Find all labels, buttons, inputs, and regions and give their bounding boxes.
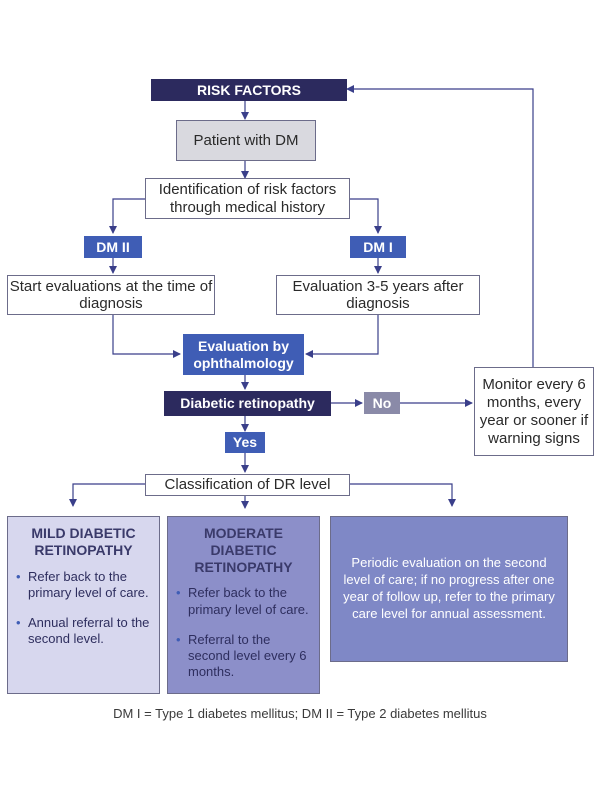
periodic-evaluation-panel: Periodic evaluation on the second level … (330, 516, 568, 662)
moderate-panel-title: MODERATE DIABETIC RETINOPATHY (194, 525, 293, 575)
arrow-classification-to-periodic (350, 483, 456, 507)
moderate-bullet-list: Refer back to the primary level of care.… (176, 585, 311, 680)
moderate-bullet-item: Refer back to the primary level of care. (176, 585, 311, 618)
identification-label: Identification of risk factors through m… (158, 181, 337, 216)
patient-dm-label: Patient with DM (193, 131, 299, 149)
evaluation-3-5-years-label: Evaluation 3-5 years after diagnosis (292, 277, 464, 312)
ophthalmology-label: Evaluation by ophthalmology (193, 338, 294, 371)
mild-bullet-list: Refer back to the primary level of care.… (16, 569, 151, 648)
dm1-label: DM I (363, 238, 393, 255)
dm1-node: DM I (350, 236, 406, 258)
monitor-node: Monitor every 6 months, every year or so… (474, 367, 594, 456)
risk-factors-node: RISK FACTORS (151, 79, 347, 101)
dm2-node: DM II (84, 236, 142, 258)
moderate-bullet-item: Referral to the second level every 6 mon… (176, 632, 311, 681)
classification-node: Classification of DR level (145, 474, 350, 496)
mild-panel-title: MILD DIABETIC RETINOPATHY (31, 525, 136, 558)
start-evaluations-node: Start evaluations at the time of diagnos… (7, 275, 215, 315)
start-evaluations-label: Start evaluations at the time of diagnos… (9, 277, 213, 312)
identification-node: Identification of risk factors through m… (145, 178, 350, 219)
evaluation-3-5-years-node: Evaluation 3-5 years after diagnosis (276, 275, 480, 315)
arrow-eval35-to-ophthalmology (305, 315, 379, 358)
mild-bullet-item: Refer back to the primary level of care. (16, 569, 151, 602)
yes-node: Yes (225, 432, 265, 453)
arrow-identification-to-dm2 (109, 198, 145, 234)
no-label: No (372, 394, 392, 411)
diabetic-retinopathy-label: Diabetic retinopathy (180, 395, 315, 412)
arrow-identification-to-dm1 (350, 198, 382, 234)
patient-dm-node: Patient with DM (176, 120, 316, 161)
moderate-retinopathy-panel: MODERATE DIABETIC RETINOPATHY Refer back… (167, 516, 320, 694)
periodic-evaluation-text: Periodic evaluation on the second level … (343, 555, 555, 621)
mild-bullet-item: Annual referral to the second level. (16, 615, 151, 648)
footnote: DM I = Type 1 diabetes mellitus; DM II =… (113, 706, 487, 721)
ophthalmology-node: Evaluation by ophthalmology (183, 334, 304, 375)
arrow-classification-to-mild (69, 483, 145, 507)
diabetic-retinopathy-node: Diabetic retinopathy (164, 391, 331, 416)
no-node: No (364, 392, 400, 414)
mild-retinopathy-panel: MILD DIABETIC RETINOPATHY Refer back to … (7, 516, 160, 694)
yes-label: Yes (232, 434, 258, 451)
arrow-start-to-ophthalmology (112, 315, 181, 358)
classification-label: Classification of DR level (164, 476, 331, 494)
monitor-label: Monitor every 6 months, every year or so… (479, 375, 589, 447)
risk-factors-label: RISK FACTORS (197, 81, 301, 98)
arrow-monitor-to-risk (346, 85, 534, 367)
dm2-label: DM II (96, 238, 130, 255)
